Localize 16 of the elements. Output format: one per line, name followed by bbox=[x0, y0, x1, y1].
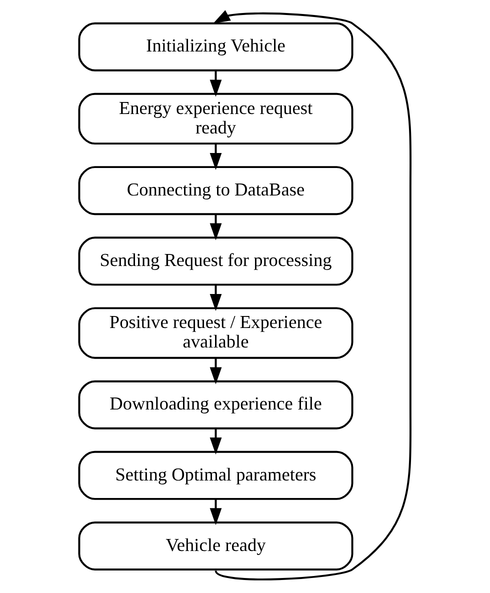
node-box: Vehicle ready bbox=[78, 521, 354, 570]
arrow bbox=[213, 10, 412, 580]
arrow bbox=[210, 144, 222, 170]
arrow bbox=[210, 70, 222, 97]
node-box: Energy experience request ready bbox=[78, 92, 354, 145]
node-box: Setting Optimal parameters bbox=[78, 450, 354, 500]
arrow bbox=[210, 214, 222, 240]
node-box: Connecting to DataBase bbox=[78, 166, 354, 216]
node-box: Positive request / Experience available bbox=[78, 307, 354, 359]
arrow bbox=[210, 358, 222, 384]
arrow bbox=[210, 428, 222, 455]
node-box: Sending Request for processing bbox=[78, 236, 354, 286]
node-box: Initializing Vehicle bbox=[78, 22, 354, 72]
arrow bbox=[210, 498, 222, 526]
arrow bbox=[210, 284, 222, 311]
node-box: Downloading experience file bbox=[78, 380, 354, 430]
